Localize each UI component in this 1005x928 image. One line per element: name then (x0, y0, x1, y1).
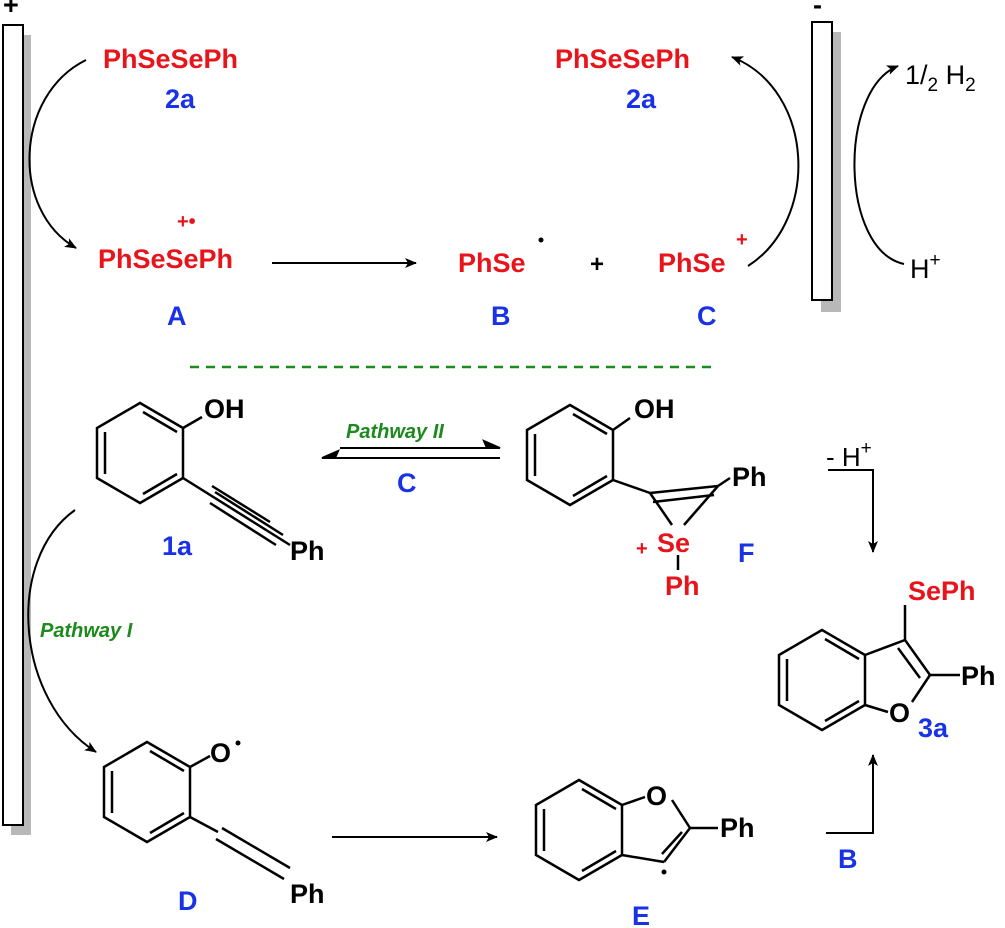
radical-coupling-arrow (826, 754, 878, 834)
radical-dot-B (538, 237, 544, 243)
structure-E (534, 778, 718, 882)
se-charge-F: + (636, 538, 648, 560)
structure-1a (95, 401, 291, 547)
ph-1a: Ph (290, 536, 325, 566)
pathway-I-arrow (27, 509, 97, 753)
oxidation-arrow (28, 59, 87, 249)
label-B: B (491, 301, 511, 331)
pathway-I: Pathway I (40, 620, 133, 642)
cation-charge: + (736, 229, 748, 251)
plus-sign: + (590, 251, 604, 278)
hydrogen-evolution-arrow (853, 65, 905, 265)
pathway-II: Pathway II (346, 421, 444, 443)
phse-radical: PhSe (458, 248, 526, 278)
cathode-sign: - (813, 0, 822, 20)
label-F: F (738, 538, 755, 568)
hydrogen-gas: 1/2 H2 (905, 60, 976, 96)
seph-3a: SePh (908, 576, 976, 606)
ph-E: Ph (720, 813, 755, 843)
oh-1a: OH (204, 394, 245, 424)
alkyne-D (189, 815, 291, 881)
label-C: C (697, 301, 717, 331)
ph-F: Ph (732, 462, 767, 492)
o-D: O (210, 738, 231, 768)
o-E: O (646, 781, 667, 811)
label-1a: 1a (162, 531, 193, 561)
structure-F (525, 403, 731, 570)
oh-F: OH (634, 394, 675, 424)
reagent-C: C (397, 468, 417, 498)
anode-electrode (2, 24, 31, 835)
minus-h-plus: - H+ (826, 438, 872, 472)
label-3a: 3a (918, 713, 949, 743)
label-D: D (178, 886, 198, 916)
diselenide-right: PhSeSePh (555, 44, 690, 74)
anode-sign: + (3, 0, 19, 20)
se-F: Se (657, 528, 690, 558)
alkyne-1a (209, 490, 284, 547)
radical-cation: PhSeSePh (98, 244, 233, 274)
cathode-electrode (811, 21, 841, 312)
equilibrium-arrows (321, 439, 501, 459)
proton: H+ (910, 250, 941, 284)
ph-D: Ph (290, 879, 325, 909)
deprotonation-arrow (828, 469, 878, 553)
diselenide-left: PhSeSePh (103, 44, 238, 74)
label-A: A (167, 301, 187, 331)
radical-cation-charge: +• (177, 211, 196, 233)
o-3a: O (889, 698, 910, 728)
ph-3a: Ph (961, 661, 996, 691)
ph-se-F: Ph (665, 571, 700, 601)
reduction-arrow (731, 56, 800, 267)
label-E: E (632, 901, 650, 928)
radical-dot-D (235, 740, 241, 746)
label-2a-right: 2a (626, 84, 657, 114)
structure-3a (777, 605, 960, 732)
structure-D (102, 740, 211, 844)
phse-cation: PhSe (658, 248, 726, 278)
label-2a-left: 2a (165, 84, 196, 114)
reagent-B: B (838, 844, 858, 874)
radical-dot-E (661, 869, 667, 875)
